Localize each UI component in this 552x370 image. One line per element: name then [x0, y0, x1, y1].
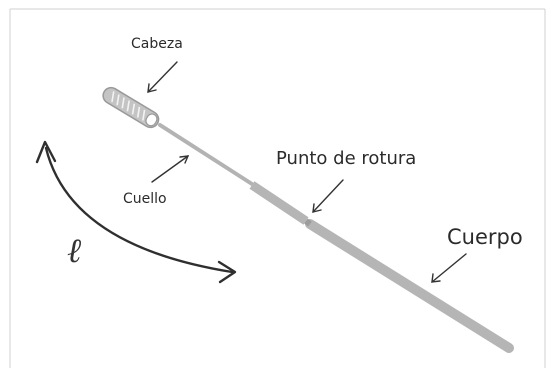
- break-point-label: Punto de rotura: [276, 148, 417, 169]
- swab-neck: [158, 123, 254, 186]
- body-label: Cuerpo: [447, 225, 523, 249]
- break-point-pointer-arrow: [312, 179, 344, 213]
- head-pointer-arrow: [147, 61, 178, 93]
- neck-label: Cuello: [123, 191, 167, 207]
- neck-pointer-arrow: [151, 155, 190, 183]
- rotation-arrow: [35, 140, 237, 284]
- swab-head: [102, 86, 160, 129]
- angle-symbol-label: ℓ: [67, 231, 82, 271]
- body-pointer-arrow: [431, 253, 467, 283]
- break-point-notch: [304, 218, 312, 227]
- head-label: Cabeza: [131, 36, 183, 52]
- swab-body-lower: [305, 219, 514, 353]
- swab-body-upper: [249, 181, 309, 225]
